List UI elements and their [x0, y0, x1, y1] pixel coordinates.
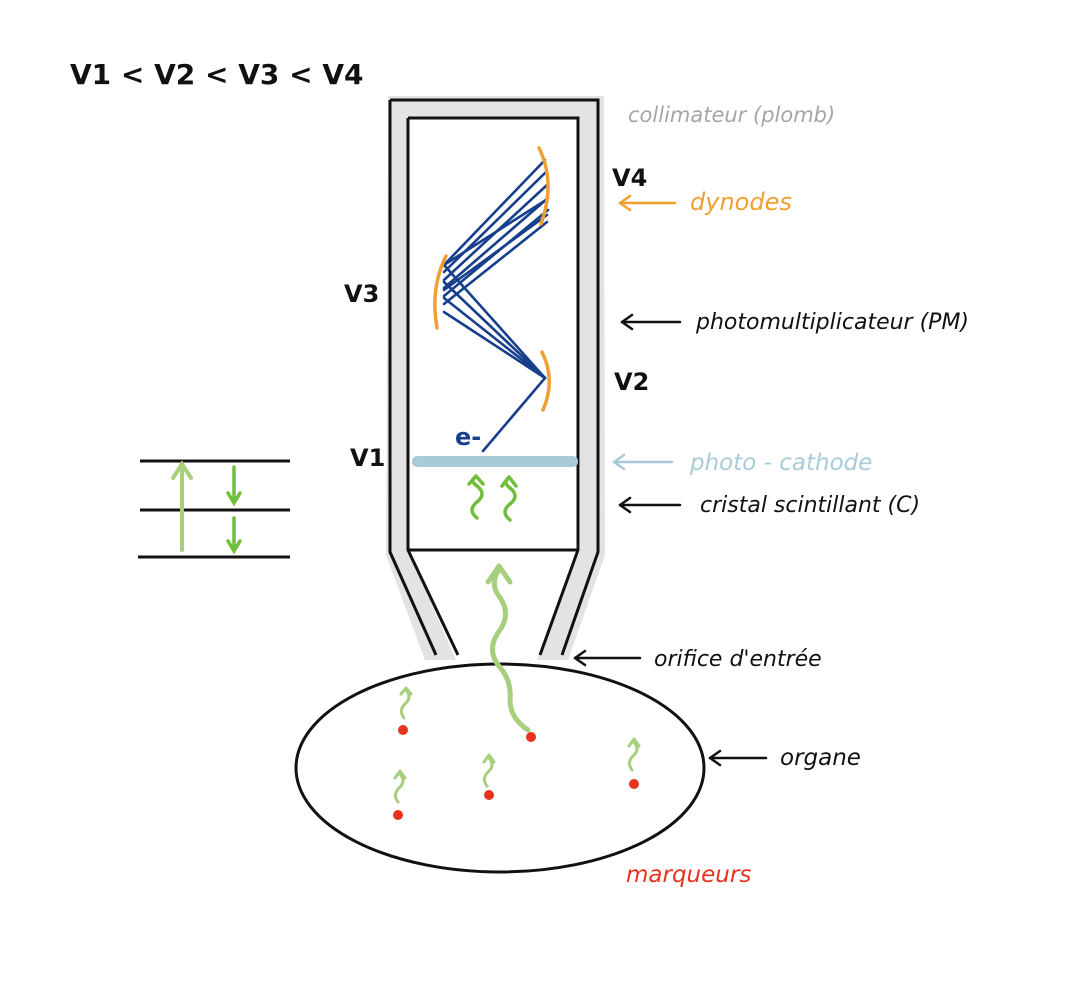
electron-label: e- [455, 423, 481, 451]
organ-label: organe [780, 745, 861, 771]
organ [294, 662, 706, 874]
dynodes-label: dynodes [690, 188, 792, 216]
entry-label: orifice d'entrée [654, 647, 822, 672]
dynode-top [537, 146, 550, 226]
dynodes [433, 146, 551, 412]
dynode-bottom [540, 350, 551, 412]
collimator [386, 96, 605, 660]
crystal-label: cristal scintillant (C) [700, 493, 920, 518]
markers [393, 725, 639, 820]
markers-label: marqueurs [626, 862, 751, 888]
voltage-relation: V1 < V2 < V3 < V4 [70, 58, 363, 91]
organ-emissions [393, 686, 641, 804]
marker-dot [398, 725, 408, 735]
marker-dot [393, 810, 403, 820]
voltage-v4: V4 [612, 164, 647, 192]
voltage-v1: V1 [350, 444, 385, 472]
photocathode-bar [412, 456, 578, 467]
gamma-ray-main [485, 563, 531, 733]
label-arrows [573, 194, 768, 767]
voltage-v3: V3 [344, 280, 379, 308]
dynode-middle [433, 254, 448, 330]
marker-dot [526, 732, 536, 742]
photocathode-label: photo - cathode [689, 450, 872, 476]
marker-dot [484, 790, 494, 800]
voltage-v2: V2 [614, 368, 649, 396]
energy-levels [138, 459, 290, 559]
collimator-label: collimateur (plomb) [628, 103, 835, 127]
marker-dot [629, 779, 639, 789]
electron-cascade [442, 158, 550, 453]
photomultiplier-label: photomultiplicateur (PM) [695, 310, 969, 335]
crystal-photons [467, 474, 518, 522]
